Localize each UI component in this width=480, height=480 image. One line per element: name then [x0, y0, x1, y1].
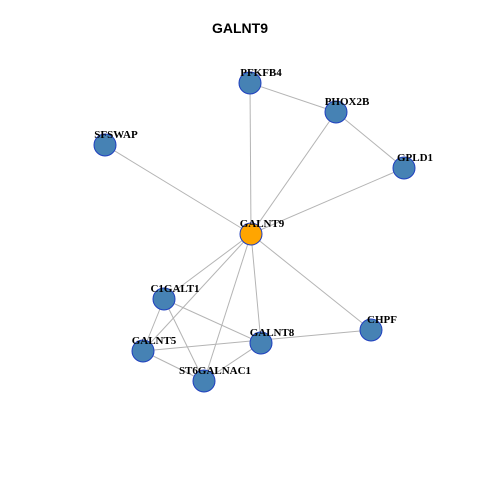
- edge-galnt9-galnt8: [250, 233, 262, 344]
- node-label-st6galnac1: ST6GALNAC1: [179, 365, 251, 377]
- node-label-gpld1: GPLD1: [397, 152, 433, 164]
- node-galnt8: [249, 331, 273, 355]
- node-label-galnt5: GALNT5: [132, 335, 177, 347]
- edge-phox2b-galnt9: [250, 111, 337, 235]
- node-label-chpf: CHPF: [367, 314, 397, 326]
- node-label-pfkfb4: PFKFB4: [240, 67, 282, 79]
- edge-pfkfb4-phox2b: [249, 82, 337, 113]
- edge-c1galt1-st6galnac1: [163, 298, 205, 382]
- node-label-phox2b: PHOX2B: [325, 96, 370, 108]
- node-galnt5: [131, 339, 155, 363]
- node-pfkfb4: [238, 71, 262, 95]
- edge-galnt9-galnt5: [142, 233, 252, 352]
- node-c1galt1: [152, 287, 176, 311]
- edge-galnt9-chpf: [250, 233, 372, 331]
- edge-pfkfb4-galnt9: [249, 82, 252, 235]
- edge-c1galt1-galnt8: [163, 298, 262, 344]
- node-chpf: [359, 318, 383, 342]
- node-label-c1galt1: C1GALT1: [150, 283, 199, 295]
- edge-sfswap-galnt9: [104, 144, 252, 235]
- node-galnt9: [239, 222, 263, 246]
- figure-title: GALNT9: [212, 20, 268, 36]
- edge-phox2b-gpld1: [335, 111, 405, 169]
- node-layer: [93, 71, 416, 393]
- edge-galnt9-st6galnac1: [203, 233, 252, 382]
- node-sfswap: [93, 133, 117, 157]
- edge-galnt9-c1galt1: [163, 233, 252, 300]
- node-label-sfswap: SFSWAP: [94, 129, 138, 141]
- node-label-galnt8: GALNT8: [250, 327, 295, 339]
- node-st6galnac1: [192, 369, 216, 393]
- node-gpld1: [392, 156, 416, 180]
- node-phox2b: [324, 100, 348, 124]
- edge-gpld1-galnt9: [250, 167, 405, 235]
- node-label-galnt9: GALNT9: [240, 218, 285, 230]
